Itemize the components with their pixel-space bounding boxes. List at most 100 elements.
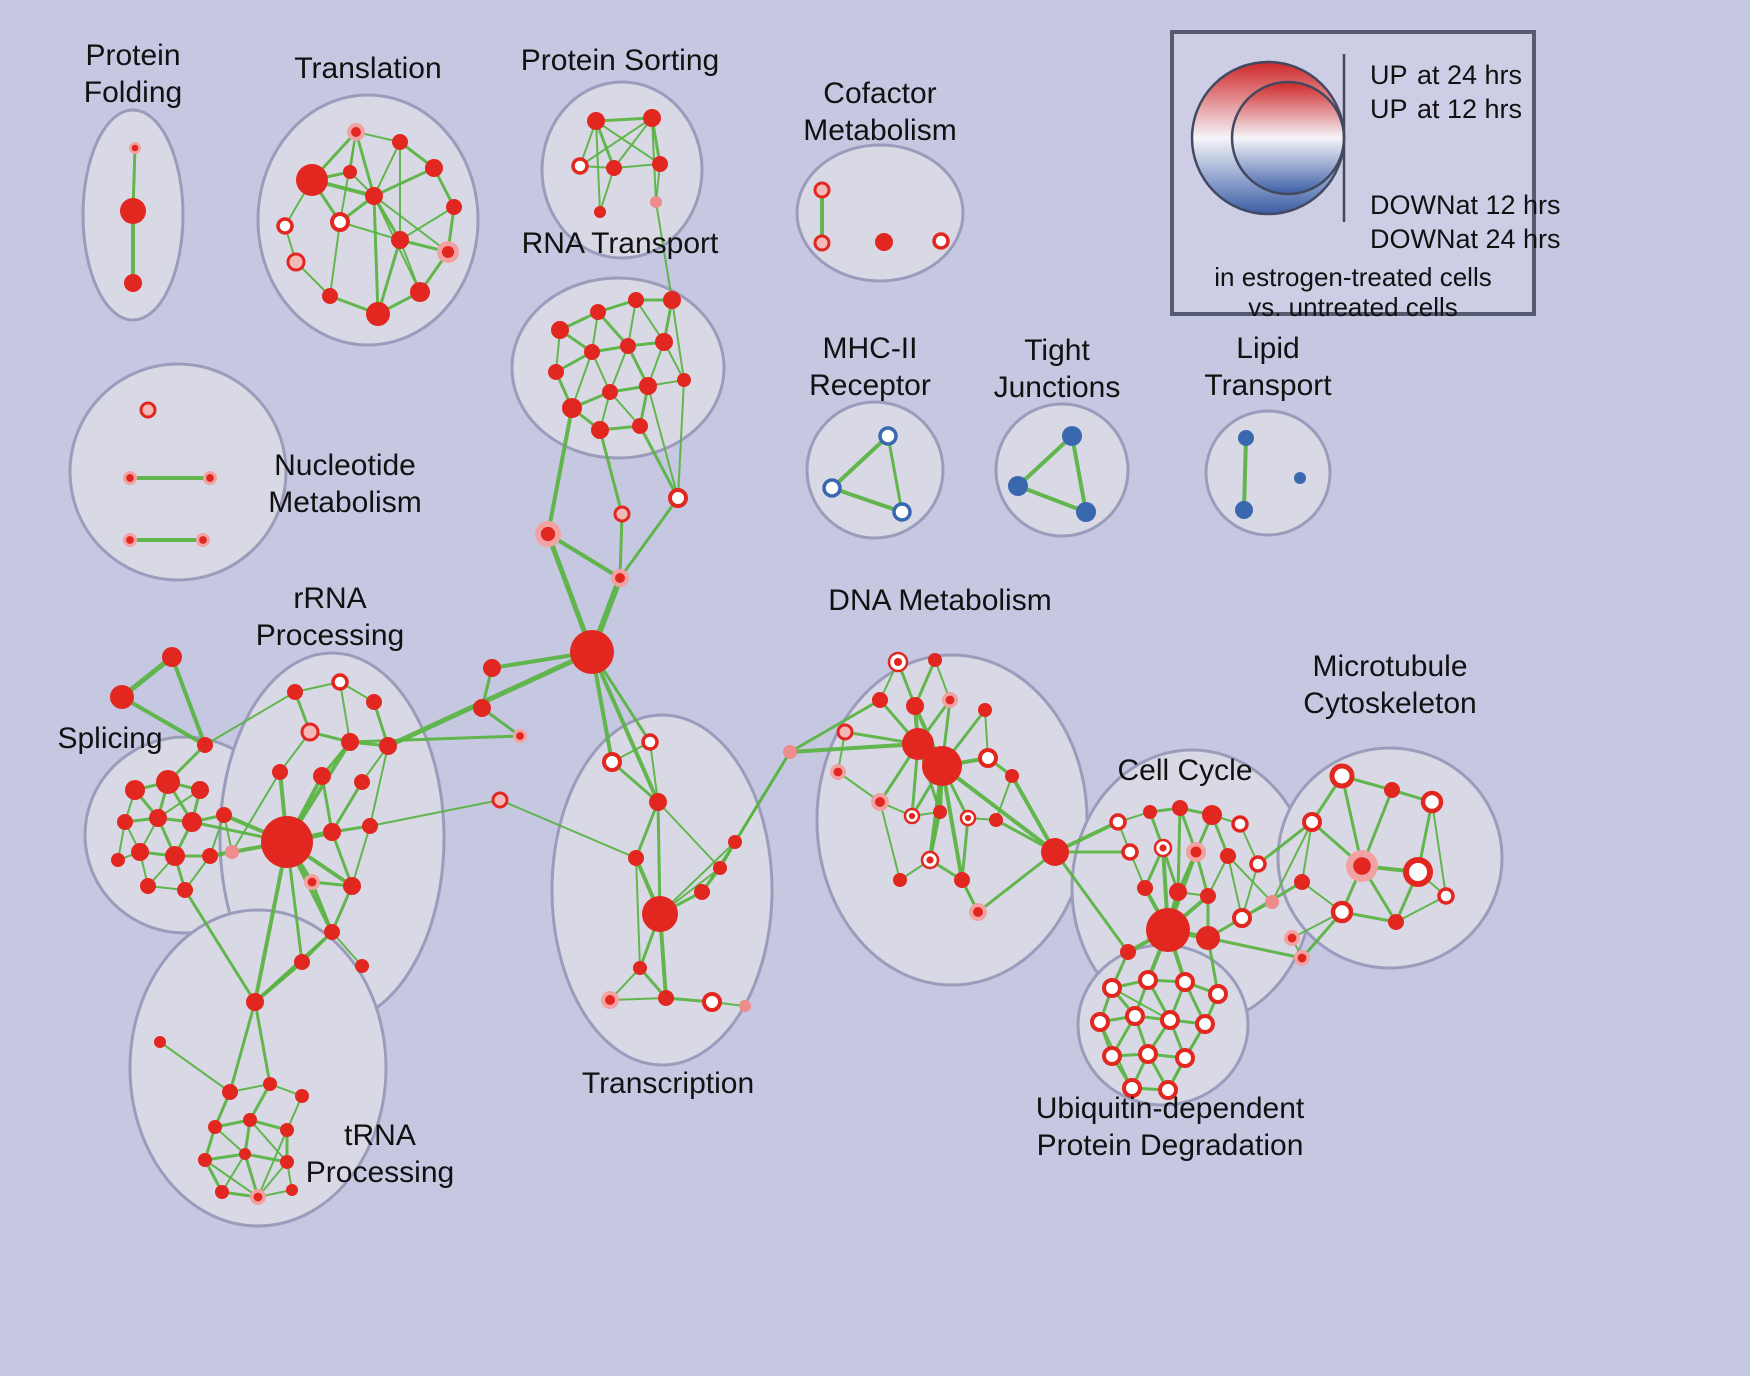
network-node-rr14 <box>343 877 361 895</box>
legend-time-label: at 24 hrs <box>1416 60 1522 90</box>
network-node-tj3 <box>1076 502 1096 522</box>
network-node-mh1 <box>878 426 898 446</box>
network-node-rr17 <box>355 959 369 973</box>
network-node-rr8 <box>313 767 331 785</box>
network-node-ps5 <box>606 160 622 176</box>
network-edge-x2-x3 <box>120 695 207 747</box>
cluster-label-lt-line-2: Transport <box>1204 369 1332 402</box>
network-node-tj2 <box>1008 476 1028 496</box>
network-node-ub11 <box>1175 1048 1195 1068</box>
cluster-label-dm-line-1: DNA Metabolism <box>828 584 1051 617</box>
network-node-rr4 <box>300 722 320 742</box>
network-node-nm4-core <box>126 536 134 544</box>
network-node-tr8 <box>633 961 647 975</box>
network-edge-tn10-tn12 <box>221 1153 246 1193</box>
network-edge-tr3-tr5 <box>656 800 662 916</box>
network-edge-rr2-rr5 <box>339 681 351 743</box>
network-node-sp4 <box>117 814 133 830</box>
network-node-nm2-core <box>126 474 134 482</box>
network-node-mh3 <box>892 502 912 522</box>
network-edge-x13-dm3 <box>788 698 882 754</box>
network-edge-x4-x7 <box>618 496 680 580</box>
network-node-x6-core <box>540 526 556 542</box>
network-node-cc15 <box>1196 926 1220 950</box>
cluster-label-pf-line-2: Folding <box>84 76 182 109</box>
network-node-nm5-core <box>199 536 207 544</box>
network-node-dm8 <box>922 746 962 786</box>
network-node-tr5 <box>642 896 678 932</box>
network-node-mt8 <box>1330 900 1354 924</box>
network-node-sp2 <box>156 770 180 794</box>
network-edge-rt4-rt14 <box>671 299 685 381</box>
network-node-tl14 <box>391 231 409 249</box>
network-node-tr9-core <box>605 995 615 1005</box>
network-node-dm12-core <box>908 812 916 820</box>
network-node-cc11 <box>1137 880 1153 896</box>
legend-direction-label: DOWN <box>1370 224 1456 254</box>
network-edge-mt3-mt10 <box>1431 801 1447 897</box>
cluster-label-tj-line-1: Tight <box>1024 334 1090 367</box>
network-edge-rt12-x5 <box>598 428 624 516</box>
network-node-tl4 <box>425 159 443 177</box>
network-node-mt11-core <box>1287 933 1297 943</box>
network-node-nm3-core <box>206 474 214 482</box>
cluster-label-pf-line-1: Protein <box>85 39 180 72</box>
network-edge-x3-rr1 <box>204 691 296 746</box>
network-node-cc10 <box>1249 855 1267 873</box>
network-node-dm9 <box>978 748 998 768</box>
network-edge-tn9-tn13 <box>204 1159 259 1198</box>
network-node-lt1 <box>1238 430 1254 446</box>
cluster-label-lt-line-1: Lipid <box>1236 332 1299 365</box>
network-edge-tn7-tn11 <box>249 1119 288 1163</box>
network-node-cc18 <box>1265 895 1279 909</box>
network-node-sp3 <box>191 781 209 799</box>
network-node-rt9 <box>562 398 582 418</box>
network-node-dm11-core <box>875 797 885 807</box>
network-node-tn3 <box>222 1084 238 1100</box>
network-node-cc1 <box>1109 813 1127 831</box>
network-node-mt5-core <box>1353 857 1371 875</box>
network-node-rr15 <box>324 924 340 940</box>
network-node-rr5 <box>341 733 359 751</box>
network-node-cc4 <box>1202 805 1222 825</box>
network-node-rt14 <box>677 373 691 387</box>
network-node-mh2 <box>822 478 842 498</box>
network-node-dm18 <box>954 872 970 888</box>
network-edge-x14-cc17 <box>1053 850 1130 954</box>
network-edge-sp12-tn1 <box>183 888 257 1004</box>
cluster-ps <box>540 80 704 260</box>
cluster-label-rr-line-1: rRNA <box>293 582 366 615</box>
network-node-tr7 <box>713 861 727 875</box>
network-edge-rr9-rr11 <box>330 780 364 834</box>
legend-time-label: at 24 hrs <box>1455 224 1561 254</box>
network-edge-tj1-tj3 <box>1070 434 1088 514</box>
network-node-tr3 <box>649 793 667 811</box>
network-edge-rr10-tn1 <box>253 840 289 1004</box>
network-node-pf2 <box>120 198 146 224</box>
network-node-sp14 <box>225 845 239 859</box>
network-node-sp10 <box>202 848 218 864</box>
network-node-rr16 <box>294 954 310 970</box>
network-edge-ub1-ub7 <box>1111 987 1171 1021</box>
network-node-x7-core <box>615 573 625 583</box>
network-edge-cc9-cc16 <box>1227 855 1243 919</box>
network-node-ub2 <box>1138 970 1158 990</box>
network-edge-dm19-x14 <box>976 850 1057 914</box>
network-node-x1 <box>162 647 182 667</box>
network-node-ub1 <box>1102 978 1122 998</box>
network-edge-tn1-tn3 <box>228 1000 257 1094</box>
cluster-label-rr-line-2: Processing <box>256 619 404 652</box>
network-edge-tr3-tr7 <box>657 801 721 869</box>
network-node-tn14 <box>286 1184 298 1196</box>
cluster-tn <box>128 908 388 1228</box>
network-node-mt7 <box>1294 874 1310 890</box>
network-edge-tr1-tr3 <box>610 760 660 804</box>
network-node-mt1 <box>1329 763 1355 789</box>
network-edge-x4-rt14 <box>677 379 685 499</box>
network-node-tl8 <box>366 302 390 326</box>
network-node-rr9 <box>354 774 370 790</box>
network-node-dm14-core <box>964 814 972 822</box>
network-node-mt4 <box>1302 812 1322 832</box>
network-node-tn8 <box>280 1123 294 1137</box>
network-edge-dm10-x14 <box>1010 774 1057 854</box>
